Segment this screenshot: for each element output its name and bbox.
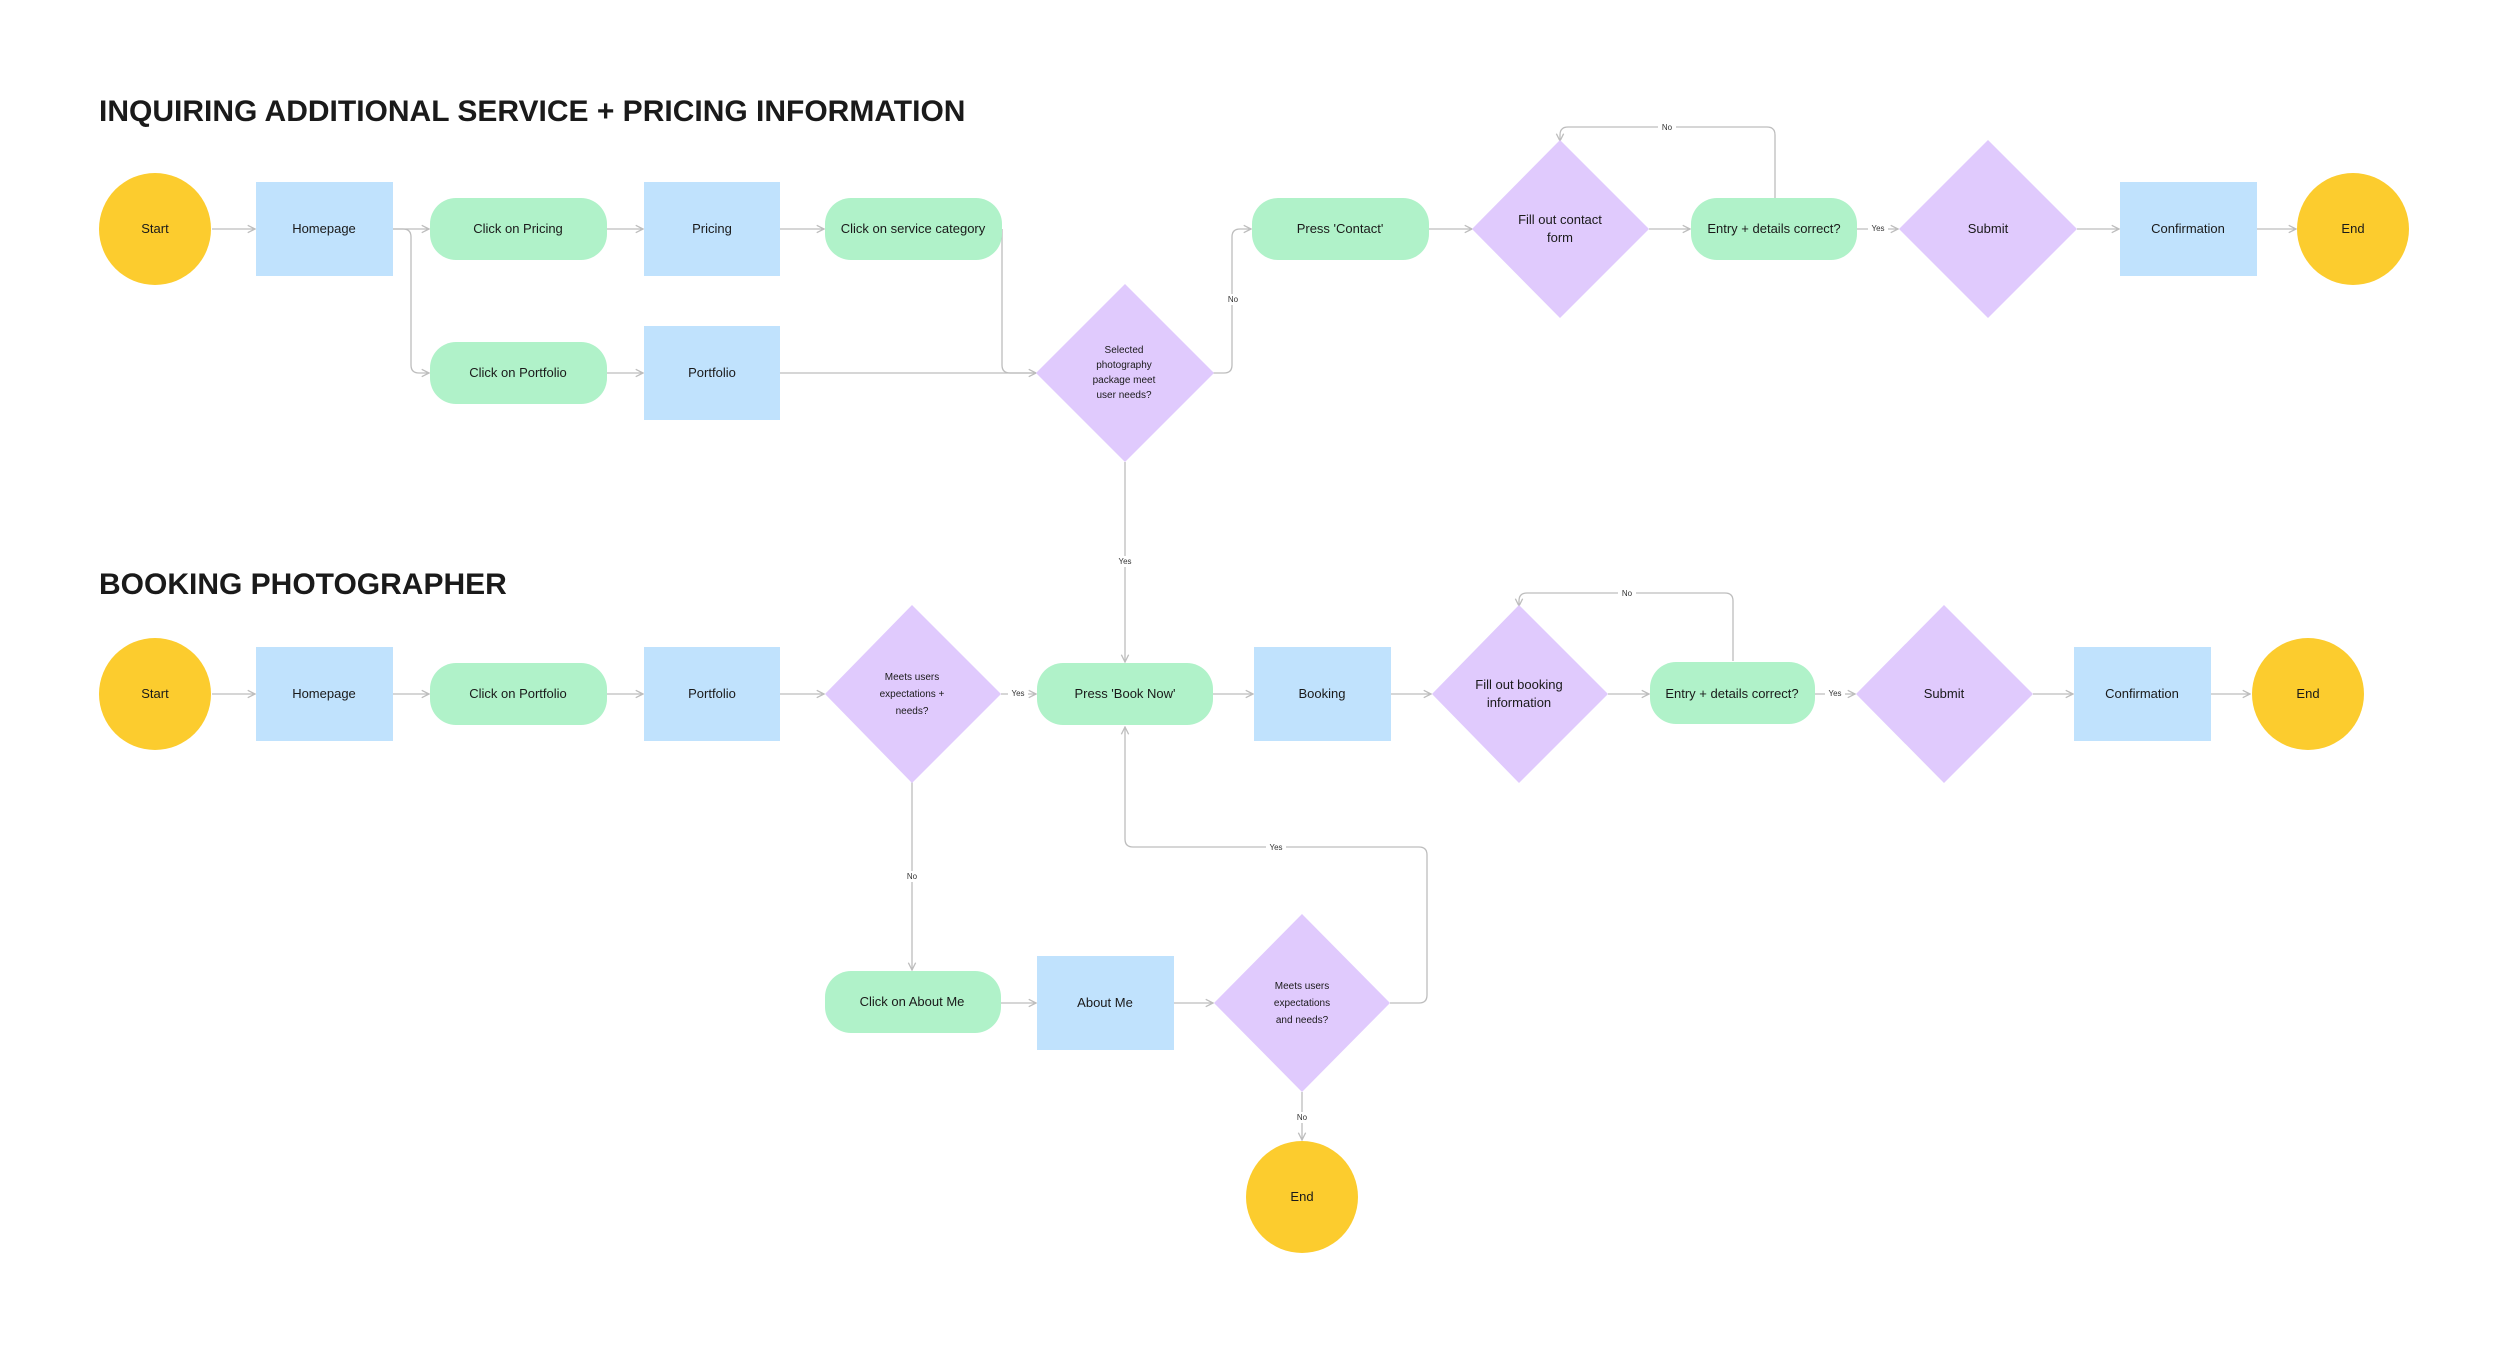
f2-expectations-decision-line: expectations + xyxy=(880,689,945,700)
f2-about-decision-line: and needs? xyxy=(1276,1015,1329,1026)
f1-click-service-label: Click on service category xyxy=(841,221,986,236)
f2-booking-node xyxy=(1254,647,1391,741)
f1-pricing-node xyxy=(644,182,780,276)
edge-label-no: No xyxy=(1228,295,1239,304)
f2-booking-label: Booking xyxy=(1299,686,1346,701)
f1-submit-node xyxy=(1899,140,2077,318)
f1-package-decision-line: photography xyxy=(1096,360,1152,371)
f2-expectations-decision-line: needs? xyxy=(896,706,929,717)
f2-about-decision-node xyxy=(1214,914,1390,1092)
edge-label-yes: Yes xyxy=(1011,689,1024,698)
f1-homepage-node xyxy=(256,182,393,276)
f1-confirmation-node xyxy=(2120,182,2257,276)
f1-entry-correct-label: Entry + details correct? xyxy=(1707,221,1840,236)
f1-contact-form-node xyxy=(1472,140,1649,318)
f2-click-portfolio-node xyxy=(430,663,607,725)
edge-homepage-click-portfolio xyxy=(393,228,429,373)
f2-book-now-node xyxy=(1037,663,1213,725)
f2-booking-form-line: Fill out booking xyxy=(1475,677,1562,692)
f1-click-service-node xyxy=(825,198,1002,260)
f1-press-contact-label: Press 'Contact' xyxy=(1297,221,1384,236)
edge-label-no: No xyxy=(907,872,918,881)
edge-label-no: No xyxy=(1662,123,1673,132)
f1-contact-form-line: form xyxy=(1547,230,1573,245)
edge-label-yes: Yes xyxy=(1269,843,1282,852)
f2-book-now-label: Press 'Book Now' xyxy=(1074,686,1175,701)
f2-start-label: Start xyxy=(141,686,169,701)
f2-expectations-decision-line: Meets users xyxy=(885,672,939,683)
f2-confirmation-node xyxy=(2074,647,2211,741)
f1-start-node xyxy=(99,173,211,285)
f2-submit-node xyxy=(1856,605,2033,783)
section-title-inquiring: INQUIRING ADDITIONAL SERVICE + PRICING I… xyxy=(99,95,965,128)
f2-entry-correct-label: Entry + details correct? xyxy=(1665,686,1798,701)
f2-start-node xyxy=(99,638,211,750)
edge2-about-decision-yes xyxy=(1125,727,1428,1004)
f1-click-pricing-node xyxy=(430,198,607,260)
f2-booking-form-node xyxy=(1432,605,1608,783)
f2-booking-form-line: information xyxy=(1487,695,1551,710)
f1-click-pricing-label: Click on Pricing xyxy=(473,221,563,236)
f1-portfolio-label: Portfolio xyxy=(688,365,736,380)
f1-end-node xyxy=(2297,173,2409,285)
f1-package-decision-line: user needs? xyxy=(1096,390,1151,401)
f2-homepage-node xyxy=(256,647,393,741)
f1-click-portfolio-node xyxy=(430,342,607,404)
f2-portfolio-node xyxy=(644,647,780,741)
f1-package-decision-line: Selected xyxy=(1105,345,1144,356)
edge-label-yes: Yes xyxy=(1828,689,1841,698)
edge-labels: No No Yes Yes Yes No Yes No Yes No xyxy=(903,122,1888,1123)
f1-click-portfolio-label: Click on Portfolio xyxy=(469,365,567,380)
f1-confirmation-label: Confirmation xyxy=(2151,221,2225,236)
f2-about-decision-line: Meets users xyxy=(1275,981,1329,992)
f2-expectations-decision-node xyxy=(825,605,1001,783)
f2-homepage-label: Homepage xyxy=(292,686,356,701)
f2-click-about-node xyxy=(825,971,1001,1033)
f2-about-label: About Me xyxy=(1077,995,1133,1010)
f1-entry-correct-node xyxy=(1691,198,1857,260)
f1-end-label: End xyxy=(2341,221,2364,236)
f1-start-label: Start xyxy=(141,221,169,236)
f1-package-decision-line: package meet xyxy=(1093,375,1156,386)
f2-end-about-node xyxy=(1246,1141,1358,1253)
section-title-booking: BOOKING PHOTOGRAPHER xyxy=(99,568,507,601)
f1-submit-label: Submit xyxy=(1968,221,2009,236)
f2-confirmation-label: Confirmation xyxy=(2105,686,2179,701)
f1-package-decision-node xyxy=(1036,284,1214,462)
f2-about-node xyxy=(1037,956,1174,1050)
f1-contact-form-line: Fill out contact xyxy=(1518,212,1602,227)
f1-pricing-label: Pricing xyxy=(692,221,732,236)
f2-about-decision-line: expectations xyxy=(1274,998,1330,1009)
f2-end-node xyxy=(2252,638,2364,750)
edge-label-yes: Yes xyxy=(1871,224,1884,233)
edge-click-service-decision xyxy=(1001,229,1036,374)
edge-label-yes: Yes xyxy=(1118,557,1131,566)
f2-entry-correct-node xyxy=(1650,662,1815,724)
f1-press-contact-node xyxy=(1252,198,1429,260)
edge-label-no: No xyxy=(1297,1113,1308,1122)
f2-end-about-label: End xyxy=(1290,1189,1313,1204)
f1-portfolio-node xyxy=(644,326,780,420)
f2-portfolio-label: Portfolio xyxy=(688,686,736,701)
f2-click-portfolio-label: Click on Portfolio xyxy=(469,686,567,701)
f2-click-about-label: Click on About Me xyxy=(860,994,965,1009)
flow2-nodes: Start Homepage Click on Portfolio Portfo… xyxy=(99,605,2364,1253)
edge-label-no: No xyxy=(1622,589,1633,598)
f2-submit-label: Submit xyxy=(1924,686,1965,701)
f2-end-label: End xyxy=(2296,686,2319,701)
flow1-nodes: Start Homepage Click on Pricing Pricing … xyxy=(99,140,2409,462)
f1-homepage-label: Homepage xyxy=(292,221,356,236)
